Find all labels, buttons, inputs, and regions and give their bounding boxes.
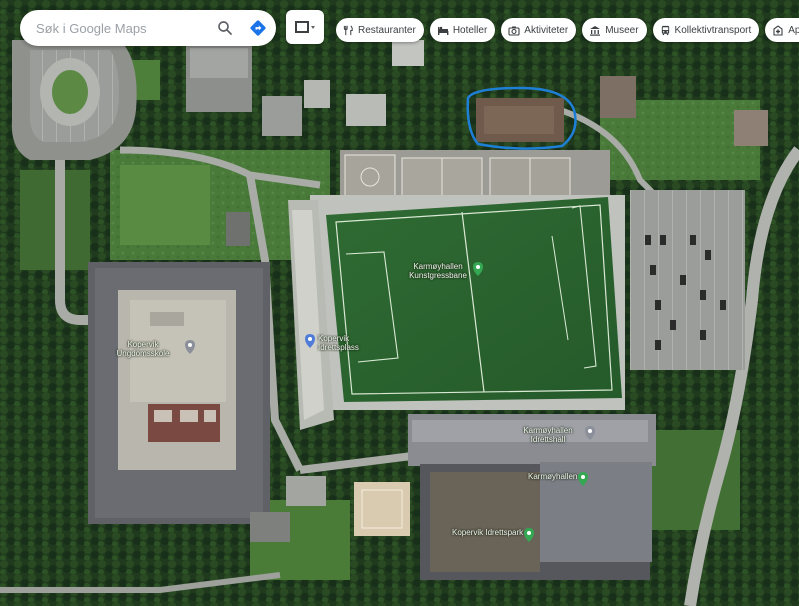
museum-icon bbox=[590, 25, 601, 36]
football-pitch bbox=[326, 197, 622, 402]
parked-cars bbox=[645, 235, 726, 350]
chip-pharmacy[interactable]: Apo bbox=[765, 18, 799, 42]
chip-label: Kollektivtransport bbox=[674, 24, 752, 36]
category-chips: Restauranter Hoteller Aktiviteter bbox=[336, 18, 799, 44]
layers-icon bbox=[295, 21, 315, 33]
pitch-halfway-line bbox=[461, 211, 485, 393]
chip-label: Restauranter bbox=[358, 24, 416, 36]
place-label: Kopervik Idrettsplass bbox=[318, 334, 359, 352]
pharmacy-icon bbox=[773, 24, 783, 36]
roof-unit bbox=[150, 312, 184, 326]
road bbox=[0, 572, 281, 593]
highlight-outline bbox=[466, 86, 577, 150]
bed-icon bbox=[437, 26, 449, 35]
place-label: Karmøyhallen Kunstgressbane bbox=[409, 262, 467, 280]
bus-icon bbox=[661, 25, 669, 35]
fork-knife-icon bbox=[343, 25, 353, 35]
place-marker-hall-east[interactable]: Karmøyhallen Idrettshall bbox=[510, 426, 596, 444]
place-marker-school[interactable]: Kopervik Ungdomsskole bbox=[100, 340, 196, 358]
chip-museums[interactable]: Museer bbox=[582, 18, 647, 42]
building-roof bbox=[190, 48, 248, 78]
chip-transit[interactable]: Kollektivtransport bbox=[652, 18, 760, 42]
building-roof bbox=[392, 40, 424, 66]
paved-area bbox=[286, 476, 326, 506]
basketball-court bbox=[344, 154, 396, 201]
parking-lot bbox=[630, 190, 745, 370]
building-roof bbox=[250, 512, 290, 542]
place-label: Kopervik Idrettspark bbox=[452, 528, 524, 537]
place-pin-icon bbox=[585, 426, 595, 440]
building-roof bbox=[262, 96, 302, 136]
chip-label: Apo bbox=[788, 24, 799, 36]
directions-icon[interactable] bbox=[248, 18, 268, 38]
road bbox=[55, 160, 90, 325]
road bbox=[684, 146, 799, 606]
place-pin-icon bbox=[185, 340, 195, 354]
place-pin-icon bbox=[305, 334, 315, 348]
building-roof bbox=[734, 110, 768, 146]
sand-court-lines bbox=[361, 489, 403, 529]
lawn bbox=[120, 165, 210, 245]
layers-button[interactable] bbox=[286, 10, 324, 44]
sand-court bbox=[354, 482, 410, 536]
court-marking bbox=[360, 167, 380, 187]
chip-activities[interactable]: Aktiviteter bbox=[501, 18, 577, 42]
roof-vent bbox=[154, 410, 172, 422]
place-marker-south-block[interactable]: Kopervik Idrettspark bbox=[450, 528, 535, 542]
pitch-penalty-area bbox=[345, 251, 399, 363]
place-pin-icon bbox=[524, 528, 535, 542]
outlined-court-inner bbox=[484, 106, 554, 134]
place-label: Karmøyhallen Idrettshall bbox=[523, 426, 573, 444]
building-roof bbox=[226, 212, 250, 246]
pitch-penalty-area bbox=[571, 205, 597, 369]
hall-roof-grey bbox=[540, 462, 652, 562]
chip-hotels[interactable]: Hoteller bbox=[429, 18, 496, 42]
roof-vent bbox=[204, 410, 216, 422]
grandstand-seats bbox=[292, 210, 324, 420]
place-pin-icon bbox=[578, 472, 589, 486]
roundabout-island bbox=[52, 70, 88, 114]
camera-icon bbox=[508, 26, 520, 36]
school-roof-feature bbox=[148, 404, 220, 442]
pitch-marking bbox=[551, 235, 569, 341]
place-marker-pitch-west[interactable]: Kopervik Idrettsplass bbox=[304, 334, 378, 352]
chip-label: Aktiviteter bbox=[524, 24, 569, 36]
pitch-lines bbox=[335, 204, 613, 395]
building-roof bbox=[346, 94, 386, 126]
search-icon[interactable] bbox=[216, 19, 234, 37]
chip-restaurants[interactable]: Restauranter bbox=[336, 18, 424, 42]
place-marker-hall-small[interactable]: Karmøyhallen bbox=[526, 472, 589, 486]
place-marker-karmoyhallen-pitch[interactable]: Karmøyhallen Kunstgressbane bbox=[402, 262, 484, 280]
building-roof bbox=[600, 76, 636, 118]
place-label: Kopervik Ungdomsskole bbox=[116, 340, 170, 358]
roof-vent bbox=[180, 410, 198, 422]
chip-label: Museer bbox=[605, 24, 639, 36]
place-label: Karmøyhallen bbox=[528, 472, 578, 481]
hall-roof-brown bbox=[430, 472, 540, 572]
road bbox=[119, 146, 321, 189]
place-pin-icon bbox=[473, 262, 483, 276]
chip-label: Hoteller bbox=[452, 24, 488, 36]
search-bar[interactable] bbox=[20, 10, 276, 46]
search-input[interactable] bbox=[34, 19, 208, 37]
building-roof bbox=[304, 80, 330, 108]
